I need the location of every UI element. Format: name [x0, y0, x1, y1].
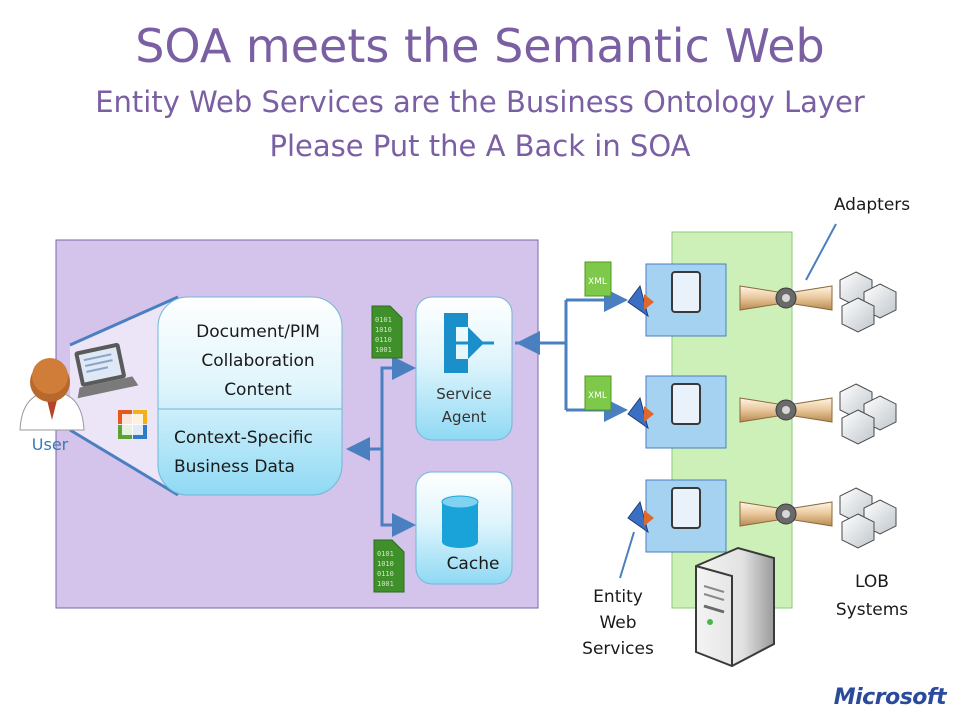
document-pim-box	[157, 296, 343, 496]
context-data-text: Context-Specific Business Data	[174, 424, 344, 482]
adapter-icon	[739, 397, 833, 423]
microsoft-logo: Microsoft	[833, 685, 947, 710]
cache-box	[415, 471, 513, 585]
binary-document-icon: 0101 1010 0110 1001	[373, 539, 405, 593]
subtitle-soa: Please Put the A Back in SOA	[269, 129, 691, 163]
web-service-icon	[671, 487, 701, 529]
svg-text:1001: 1001	[375, 346, 392, 354]
context-line-2: Business Data	[174, 457, 295, 477]
doc-pim-line-3: Content	[224, 380, 292, 400]
adapter-icon	[739, 285, 833, 311]
user-label: User	[31, 435, 69, 454]
context-line-1: Context-Specific	[174, 428, 313, 448]
adapters-label: Adapters	[833, 195, 911, 215]
svg-text:1010: 1010	[377, 560, 394, 568]
data-flow-arrows	[346, 356, 416, 537]
service-agent-icon	[444, 313, 456, 373]
svg-text:0101: 0101	[377, 550, 394, 558]
office-logo-icon	[118, 410, 147, 439]
svg-text:XML: XML	[588, 391, 607, 401]
xml-icon: XML	[584, 375, 612, 411]
svg-text:0101: 0101	[375, 316, 392, 324]
service-agent-label: Service Agent	[416, 383, 512, 429]
svg-text:1010: 1010	[375, 326, 392, 334]
lob-line-1: LOB	[855, 572, 889, 592]
entity-ws-line-3: Services	[582, 639, 654, 659]
lob-systems-label: LOB Systems	[822, 568, 922, 624]
lob-system-icon	[839, 487, 897, 549]
service-row-3	[627, 479, 727, 553]
svg-text:1001: 1001	[377, 580, 394, 588]
service-row-2	[627, 375, 727, 449]
server-icon	[695, 546, 775, 668]
lob-system-icon	[839, 383, 897, 445]
user-icon	[19, 342, 139, 431]
entity-ws-line-2: Web	[599, 613, 637, 633]
svg-text:XML: XML	[588, 277, 607, 287]
binary-document-icon: 0101 1010 0110 1001	[371, 305, 403, 359]
doc-pim-line-2: Collaboration	[201, 351, 315, 371]
web-service-icon	[671, 383, 701, 425]
document-pim-text: Document/PIM Collaboration Content	[160, 318, 356, 405]
entity-ws-line-1: Entity	[593, 587, 643, 607]
service-row-1	[627, 263, 727, 337]
entity-web-services-label: Entity Web Services	[568, 584, 668, 662]
svg-text:0110: 0110	[375, 336, 392, 344]
subtitle-ontology: Entity Web Services are the Business Ont…	[95, 85, 865, 119]
lob-system-icon	[839, 271, 897, 333]
adapter-icon	[739, 501, 833, 527]
service-agent-box	[415, 296, 513, 441]
user-connector-lines	[69, 295, 179, 497]
web-service-icon	[671, 271, 701, 313]
lob-line-2: Systems	[835, 600, 909, 620]
xml-icon: XML	[584, 261, 612, 297]
service-agent-line-2: Agent	[441, 408, 487, 426]
doc-pim-line-1: Document/PIM	[196, 322, 320, 342]
agent-to-services-arrows	[515, 288, 628, 422]
page-title: SOA meets the Semantic Web	[135, 19, 825, 73]
adapters-callout-line	[805, 223, 837, 281]
database-icon	[441, 495, 479, 548]
svg-text:0110: 0110	[377, 570, 394, 578]
service-agent-line-1: Service	[436, 385, 492, 403]
entity-ws-callout-line	[619, 531, 635, 579]
cache-label: Cache	[446, 554, 500, 574]
